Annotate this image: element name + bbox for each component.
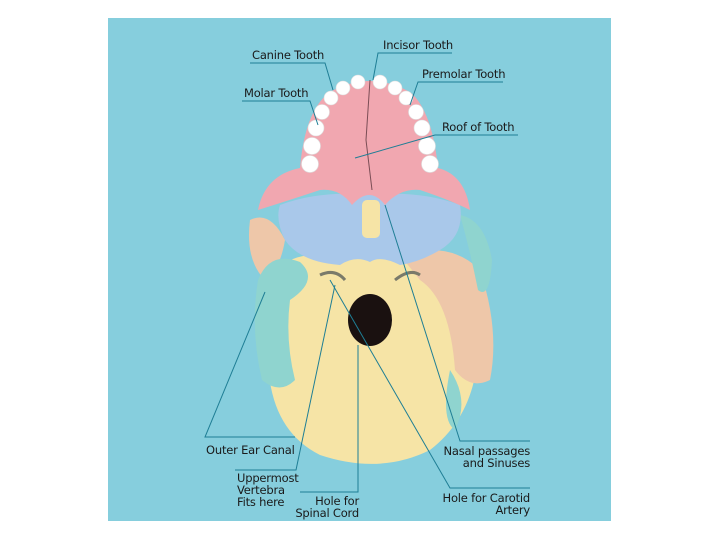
label-premolar-tooth: Premolar Tooth [422, 67, 506, 81]
label-nasal-passages: Nasal passages and Sinuses [443, 444, 531, 470]
label-molar-tooth: Molar Tooth [244, 86, 309, 100]
occipital-bone [268, 253, 479, 464]
leader-lines [204, 52, 530, 493]
label-hole-spinal-cord: Hole for Spinal Cord [295, 495, 359, 519]
label-line: Hole for Carotid [442, 491, 531, 505]
palate [258, 81, 470, 210]
label-line: Uppermost [237, 471, 299, 485]
teal-bone-left [254, 258, 308, 388]
label-line: Hole for [315, 494, 359, 508]
foramen-magnum [348, 294, 392, 346]
label-line: and Sinuses [462, 456, 530, 470]
label-line: Spinal Cord [295, 506, 359, 520]
vomer [362, 200, 380, 238]
label-roof-of-tooth: Roof of Tooth [442, 120, 515, 134]
label-uppermost-vertebra: Uppermost Vertebra Fits here [237, 472, 299, 508]
condyles [319, 270, 421, 282]
label-line: Fits here [237, 495, 285, 509]
teal-bone-left-lower [446, 370, 462, 430]
label-canine-tooth: Canine Tooth [252, 48, 325, 62]
label-line: Vertebra [237, 483, 285, 497]
label-outer-ear-canal: Outer Ear Canal [206, 443, 295, 457]
label-hole-carotid-artery: Hole for Carotid Artery [442, 491, 531, 517]
teal-bone-right [460, 215, 492, 292]
palate-suture [365, 79, 373, 191]
label-incisor-tooth: Incisor Tooth [383, 38, 453, 52]
temporal-bone-right [400, 250, 494, 384]
teeth [301, 74, 439, 173]
label-line: Artery [495, 503, 530, 517]
label-line: Nasal passages [443, 444, 531, 458]
